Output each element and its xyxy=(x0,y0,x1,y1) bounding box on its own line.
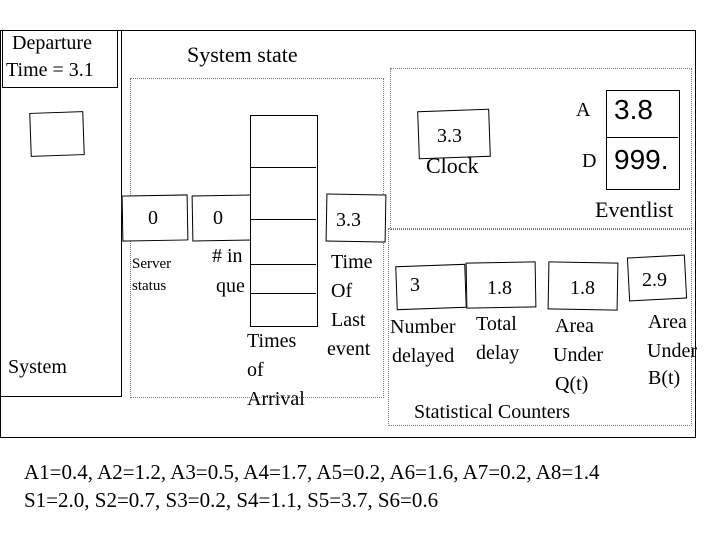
total-delay-label-1: Total xyxy=(476,313,517,335)
server-status-label-1: Server xyxy=(132,256,172,272)
total-delay-value: 1.8 xyxy=(487,277,512,299)
system-state-title: System state xyxy=(187,42,298,67)
eventlist-box xyxy=(606,90,680,190)
area-b-label-3: B(t) xyxy=(648,367,681,389)
queue-slot-divider xyxy=(250,219,316,220)
area-q-value: 1.8 xyxy=(570,277,595,299)
last-event-value: 3.3 xyxy=(336,209,361,231)
eventlist-title: Eventlist xyxy=(595,197,674,222)
number-delayed-value: 3 xyxy=(410,274,420,296)
arrival-times-label-3: Arrival xyxy=(247,388,305,410)
area-q-label-1: Area xyxy=(555,315,594,337)
clock-label: Clock xyxy=(426,153,479,178)
area-q-label-3: Q(t) xyxy=(555,373,589,395)
queue-count-value: 0 xyxy=(213,207,223,229)
departure-time: Time = 3.1 xyxy=(6,59,94,81)
server-status-label-2: status xyxy=(132,278,167,294)
area-b-label-2: Under xyxy=(647,340,697,362)
tilted-box xyxy=(29,111,85,157)
server-status-value: 0 xyxy=(148,207,158,229)
service-times: S1=2.0, S2=0.7, S3=0.2, S4=1.1, S5=3.7, … xyxy=(24,488,439,512)
number-delayed-box xyxy=(395,263,467,311)
eventlist-region xyxy=(390,68,692,230)
queue-slot-divider xyxy=(250,264,316,265)
clock-value: 3.3 xyxy=(437,125,462,147)
system-divider-vertical xyxy=(121,30,122,396)
counters-region xyxy=(388,228,692,426)
system-divider xyxy=(0,396,122,397)
system-label: System xyxy=(8,356,67,378)
queue-count-label-2: que xyxy=(216,275,245,297)
area-b-label-1: Area xyxy=(648,311,687,333)
departure-label: Departure xyxy=(12,32,92,54)
last-event-label-3: Last xyxy=(331,309,366,331)
eventlist-value-a: 3.8 xyxy=(614,94,653,125)
last-event-label-1: Time xyxy=(331,251,373,273)
interarrival-times: A1=0.4, A2=1.2, A3=0.5, A4=1.7, A5=0.2, … xyxy=(24,460,600,484)
eventlist-key-d: D xyxy=(582,150,597,172)
number-delayed-label-2: delayed xyxy=(392,345,455,367)
eventlist-value-d: 999. xyxy=(614,144,669,175)
eventlist-key-a: A xyxy=(576,99,591,121)
queue-slot-divider xyxy=(250,167,316,168)
area-q-label-2: Under xyxy=(553,344,603,366)
area-b-value: 2.9 xyxy=(642,269,667,291)
arrival-times-label-2: of xyxy=(247,359,264,381)
queue-count-label-1: # in xyxy=(212,245,243,267)
arrival-times-label-1: Times xyxy=(247,330,297,352)
last-event-label-2: Of xyxy=(331,280,353,302)
last-event-label-4: event xyxy=(327,338,371,360)
arrival-queue-column xyxy=(250,115,318,327)
total-delay-label-2: delay xyxy=(476,342,520,364)
queue-slot-divider xyxy=(250,293,316,294)
statistical-counters-title: Statistical Counters xyxy=(414,401,571,423)
number-delayed-label-1: Number xyxy=(390,316,456,338)
eventlist-divider xyxy=(606,137,678,138)
departure-box xyxy=(2,30,118,88)
